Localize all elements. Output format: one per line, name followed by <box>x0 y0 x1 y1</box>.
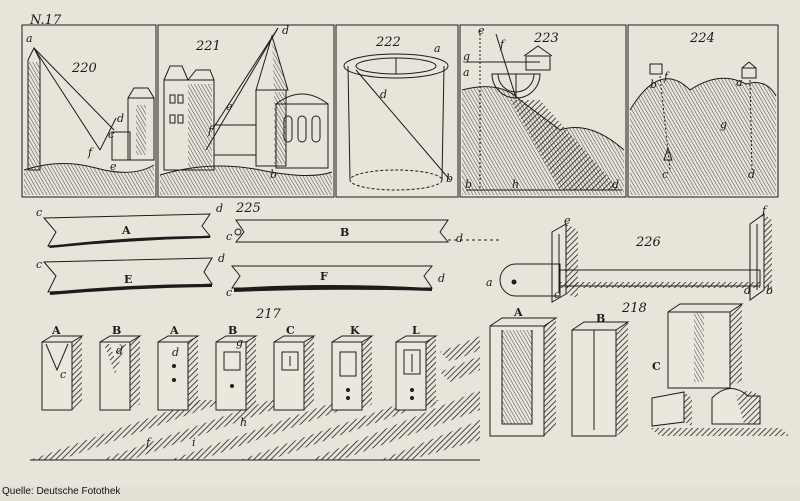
figure-217-label-f: f <box>145 436 152 449</box>
figure-226-number: 226 <box>635 235 661 250</box>
image-source-credit: Quelle: Deutsche Fotothek <box>2 486 121 497</box>
board-b-letter: B <box>340 226 349 239</box>
block-a-letter: A <box>513 306 523 319</box>
block-7-letter: L <box>412 324 420 337</box>
figure-224-label-g: g <box>720 118 727 131</box>
figure-225-label-d3: d <box>218 252 225 265</box>
figure-217-label-g: g <box>236 336 243 349</box>
figure-224-label-a: a <box>736 76 743 89</box>
figure-223-label-b: b <box>465 178 472 191</box>
figure-220-label-e: e <box>110 160 117 173</box>
figure-220-label-a: a <box>26 32 33 45</box>
block-1-letter: A <box>51 324 61 337</box>
figure-221-label-b: b <box>270 168 277 181</box>
figure-226-label-d: d <box>744 284 751 297</box>
figure-218: 218 A B C <box>489 301 790 437</box>
figure-217-number: 217 <box>255 307 282 322</box>
plate-number: N.17 <box>29 13 62 28</box>
figure-217-label-i: i <box>192 436 196 449</box>
figure-222-label-a: a <box>434 42 441 55</box>
figure-225-label-c1: c <box>36 206 42 219</box>
figure-217-label-d2: d <box>172 346 179 359</box>
figure-221-label-f: f <box>207 124 214 137</box>
figure-226-label-b: b <box>766 284 773 297</box>
figure-220-label-c: c <box>108 128 114 141</box>
figure-222-number: 222 <box>375 35 401 50</box>
block-3-letter: A <box>169 324 179 337</box>
figure-224-label-c: c <box>662 168 668 181</box>
figure-225-label-d1: d <box>216 202 223 215</box>
figure-224: 224 b f a g c d <box>627 24 779 198</box>
figure-223-label-e: e <box>478 24 485 37</box>
figure-221-label-d: d <box>282 24 289 37</box>
figure-217-label-c: c <box>60 368 66 381</box>
figure-225: 225 A B E F c d c d c d c d <box>36 201 500 299</box>
figure-225-number: 225 <box>235 201 261 216</box>
figure-224-label-f: f <box>663 70 670 83</box>
figure-225-label-d4: d <box>438 272 445 285</box>
figure-223-label-a: a <box>463 66 470 79</box>
board-e-letter: E <box>124 273 132 286</box>
figure-226-label-f: f <box>761 204 768 217</box>
figure-222: 222 a d b <box>335 24 459 198</box>
figure-224-number: 224 <box>689 31 715 46</box>
block-4-letter: B <box>228 324 237 337</box>
figure-221-number: 221 <box>195 39 221 54</box>
figure-223-label-d: d <box>612 178 619 191</box>
figure-225-label-d2: d <box>456 232 463 245</box>
board-f-letter: F <box>320 270 328 283</box>
figure-223-label-h: h <box>512 178 519 191</box>
figure-217: 217 <box>30 307 480 461</box>
figure-226-label-c: c <box>554 288 560 301</box>
figure-220: 220 a c d f e <box>21 24 157 198</box>
figure-223-label-f: f <box>499 38 506 51</box>
board-a-letter: A <box>121 224 131 237</box>
block-5-letter: C <box>286 324 295 337</box>
figure-222-label-b: b <box>446 172 453 185</box>
figure-221: 221 d e f b <box>157 24 335 198</box>
figure-217-label-d1: d <box>116 344 123 357</box>
figure-223-number: 223 <box>533 31 559 46</box>
figure-225-label-c3: c <box>36 258 42 271</box>
figure-223: 223 e f g a b h d <box>459 24 627 198</box>
block-6-letter: K <box>350 324 360 337</box>
figure-220-label-d: d <box>117 112 124 125</box>
figure-217-label-h: h <box>240 416 247 429</box>
figure-224-label-d: d <box>748 168 755 181</box>
block-2-letter: B <box>112 324 121 337</box>
figure-220-number: 220 <box>71 61 97 76</box>
figure-226-label-a: a <box>486 276 493 289</box>
figure-221-label-e: e <box>226 100 233 113</box>
figure-218-number: 218 <box>621 301 647 316</box>
block-c-letter: C <box>652 360 661 373</box>
figure-220-label-f: f <box>87 146 94 159</box>
figure-226: 226 e f a c d b <box>486 204 773 303</box>
figure-223-label-g: g <box>463 50 470 63</box>
figure-225-label-c4: c <box>226 286 232 299</box>
figure-225-label-c2: c <box>226 230 232 243</box>
figure-222-label-d: d <box>380 88 387 101</box>
figure-224-label-b: b <box>650 78 657 91</box>
block-b-letter: B <box>596 312 605 325</box>
figure-226-label-e: e <box>564 214 571 227</box>
